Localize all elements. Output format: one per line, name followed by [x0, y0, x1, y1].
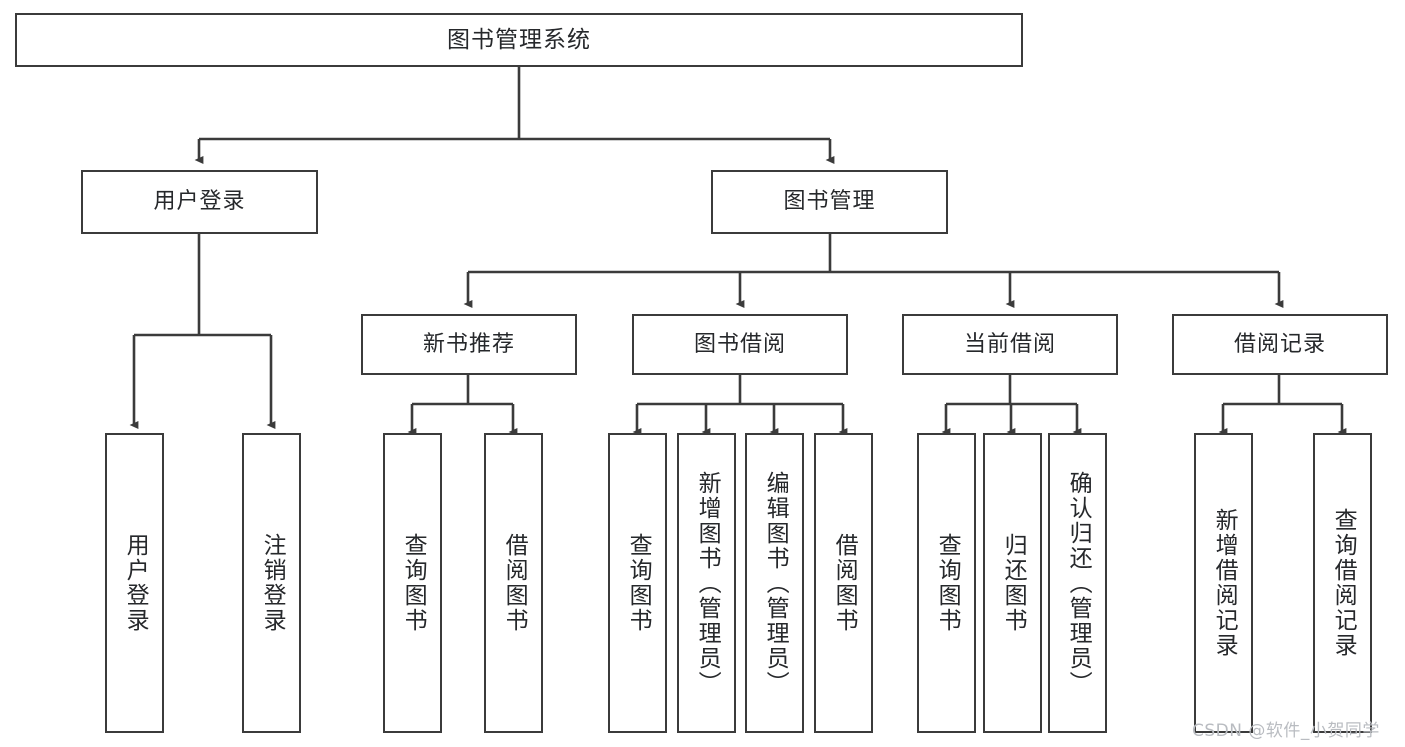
leaf-current-borrow-query[interactable]: 查询图书	[917, 433, 976, 733]
leaf-book-borrow-borrow[interactable]: 借阅图书	[814, 433, 873, 733]
node-label: 归还图书	[1000, 533, 1027, 633]
node-book-management[interactable]: 图书管理	[711, 170, 948, 234]
leaf-book-borrow-edit[interactable]: 编辑图书（管理员）	[745, 433, 804, 733]
node-label: 查询图书	[400, 533, 427, 633]
leaf-current-borrow-return[interactable]: 归还图书	[983, 433, 1042, 733]
node-label: 当前借阅	[963, 331, 1056, 357]
node-label: 借阅图书	[831, 533, 858, 633]
leaf-current-borrow-confirm-return[interactable]: 确认归还（管理员）	[1048, 433, 1107, 733]
node-label: 查询借阅记录	[1330, 508, 1357, 658]
node-label: 图书管理	[783, 189, 876, 215]
node-label: 查询图书	[625, 533, 652, 633]
leaf-book-borrow-add[interactable]: 新增图书（管理员）	[677, 433, 736, 733]
node-label: 借阅图书	[501, 533, 528, 633]
node-label: 确认归还（管理员）	[1065, 470, 1092, 696]
node-label: 借阅记录	[1233, 331, 1326, 357]
node-book-borrow[interactable]: 图书借阅	[632, 314, 848, 375]
node-label: 新书推荐	[422, 331, 515, 357]
node-label: 图书管理系统	[447, 26, 591, 53]
node-label: 新增借阅记录	[1211, 508, 1238, 658]
node-new-book-recommend[interactable]: 新书推荐	[361, 314, 577, 375]
leaf-user-login-logout[interactable]: 注销登录	[242, 433, 301, 733]
leaf-user-login-login[interactable]: 用户登录	[105, 433, 164, 733]
node-label: 用户登录	[153, 189, 246, 215]
node-label: 查询图书	[934, 533, 961, 633]
leaf-borrow-record-add[interactable]: 新增借阅记录	[1194, 433, 1253, 733]
node-label: 新增图书（管理员）	[694, 470, 721, 696]
leaf-new-book-query[interactable]: 查询图书	[383, 433, 442, 733]
node-root-book-management-system[interactable]: 图书管理系统	[15, 13, 1023, 67]
node-label: 注销登录	[259, 533, 286, 633]
leaf-borrow-record-query[interactable]: 查询借阅记录	[1313, 433, 1372, 733]
leaf-new-book-borrow[interactable]: 借阅图书	[484, 433, 543, 733]
node-user-login[interactable]: 用户登录	[81, 170, 318, 234]
node-borrow-record[interactable]: 借阅记录	[1172, 314, 1388, 375]
leaf-book-borrow-query[interactable]: 查询图书	[608, 433, 667, 733]
node-current-borrow[interactable]: 当前借阅	[902, 314, 1118, 375]
node-label: 编辑图书（管理员）	[762, 470, 789, 696]
node-label: 图书借阅	[693, 331, 786, 357]
watermark-csdn: CSDN @软件_小贺同学	[1192, 721, 1380, 741]
node-label: 用户登录	[122, 533, 149, 633]
